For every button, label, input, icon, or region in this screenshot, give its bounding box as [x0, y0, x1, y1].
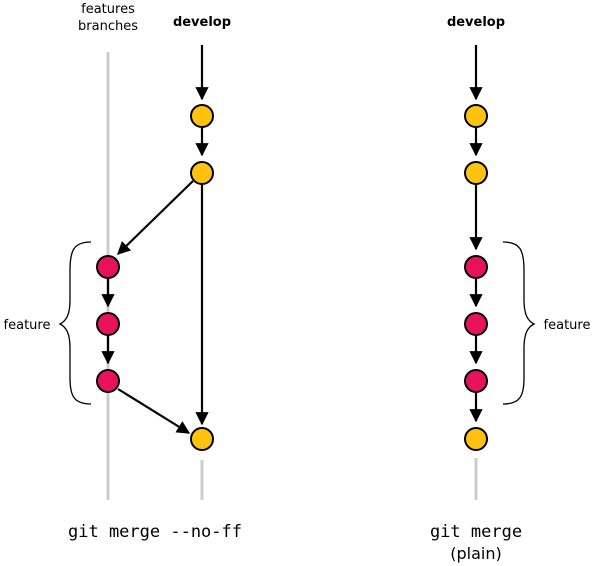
develop-commit [464, 161, 488, 185]
develop-commit [190, 104, 214, 128]
develop-label: develop [173, 15, 231, 30]
feature-brace [502, 241, 536, 405]
develop-commit [190, 161, 214, 185]
feature-commit [96, 369, 120, 393]
plain-merge-diagram: develop feature git merge (plain) [430, 15, 591, 563]
arrow-merge-back [117, 388, 191, 434]
feature-commit [96, 255, 120, 279]
develop-commit [464, 104, 488, 128]
develop-commit [464, 427, 488, 451]
develop-label: develop [447, 15, 505, 30]
feature-brace [58, 241, 92, 405]
no-ff-diagram: features branches develop feature git me… [4, 2, 242, 542]
no-ff-caption: git merge --no-ff [68, 522, 242, 542]
feature-label: feature [544, 318, 591, 333]
feature-commit [464, 312, 488, 336]
features-branches-label-line1: features [81, 2, 135, 17]
feature-label: feature [4, 318, 51, 333]
arrow-branch-off [117, 180, 194, 255]
features-branches-label-line2: branches [78, 19, 138, 34]
feature-commit [464, 369, 488, 393]
feature-commit [464, 255, 488, 279]
merge-commit [190, 427, 214, 451]
feature-commit [96, 312, 120, 336]
plain-merge-caption-line2: (plain) [450, 544, 501, 563]
plain-merge-caption-line1: git merge [430, 522, 522, 542]
